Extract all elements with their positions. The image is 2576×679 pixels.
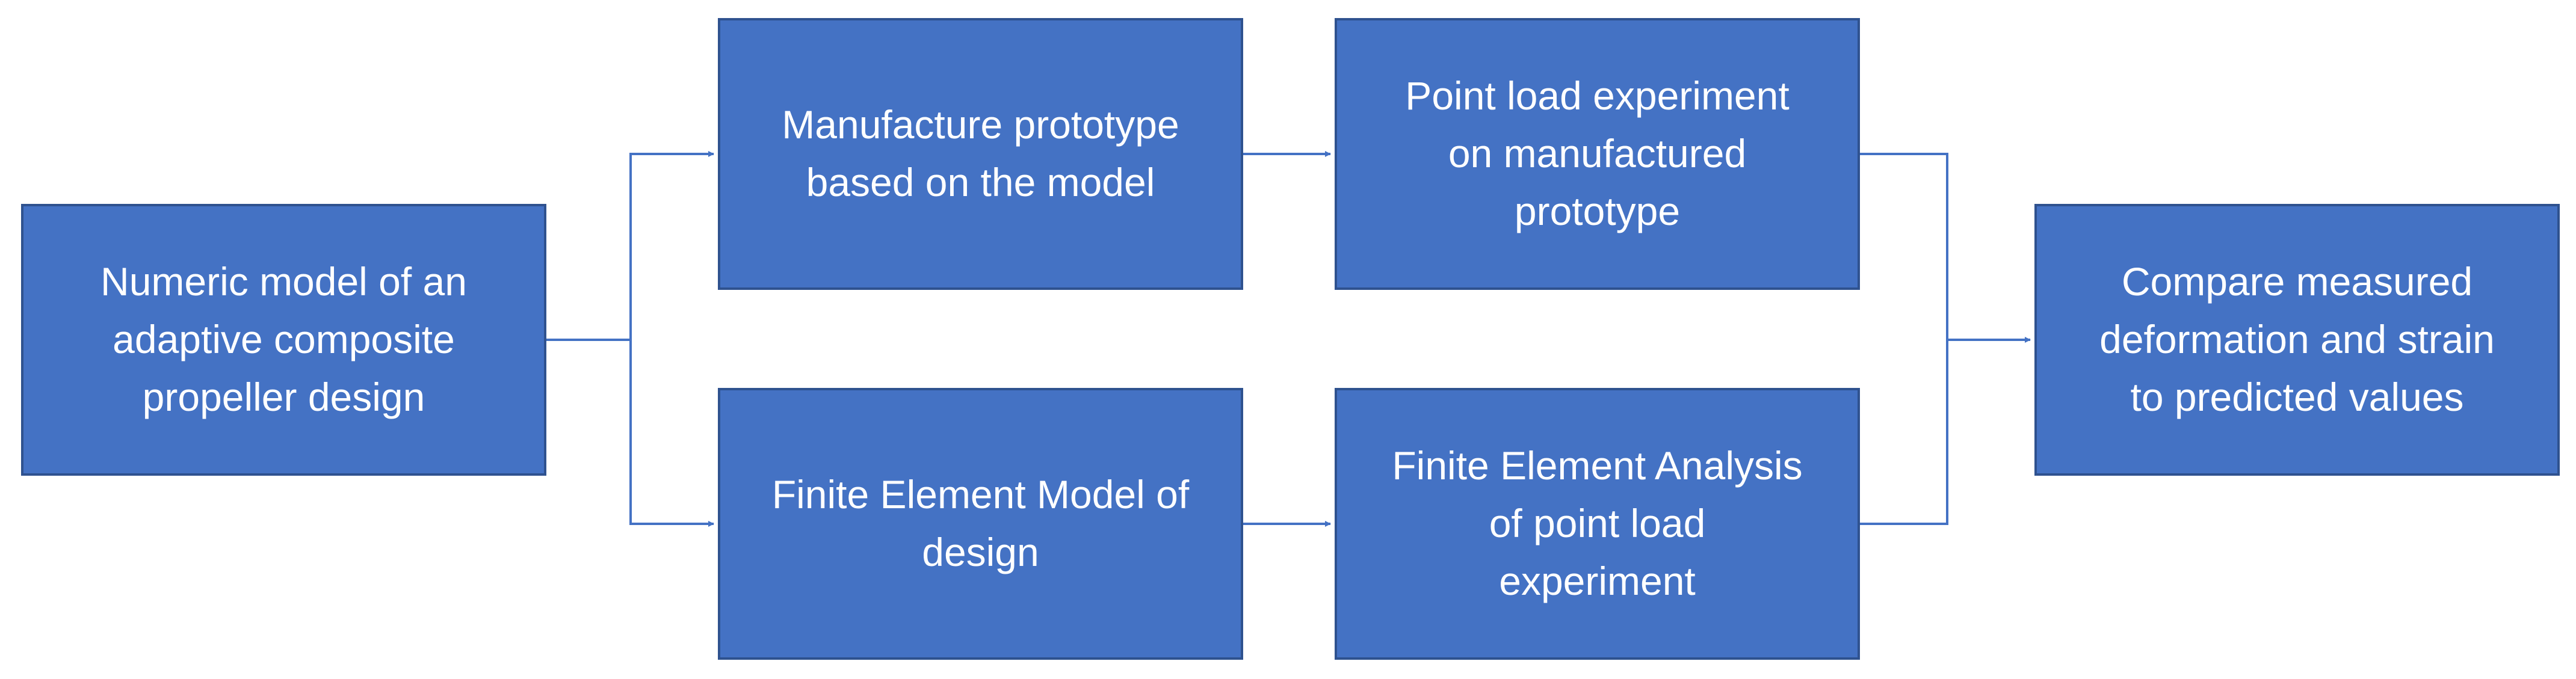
node-compare-values: Compare measured deformation and strain … (2034, 204, 2560, 476)
node-point-load-experiment-line2: on manufactured (1448, 131, 1747, 176)
node-manufacture-prototype-line2: based on the model (806, 160, 1155, 204)
node-fea-point-load-line2: of point load (1489, 501, 1706, 546)
connector-fea-to-compare (1860, 340, 1948, 525)
node-point-load-experiment: Point load experiment on manufactured pr… (1335, 18, 1860, 290)
node-numeric-model-line3: propeller design (142, 374, 425, 419)
node-manufacture-prototype-line1: Manufacture prototype (782, 102, 1179, 147)
connector-model-to-fem (629, 340, 714, 527)
connector-model-to-manufacture (546, 151, 714, 341)
node-numeric-model-line1: Numeric model of an (100, 259, 467, 304)
node-compare-values-line3: to predicted values (2130, 374, 2464, 419)
node-numeric-model-line2: adaptive composite (113, 317, 455, 362)
node-numeric-model: Numeric model of an adaptive composite p… (21, 204, 546, 476)
node-compare-values-line2: deformation and strain (2099, 317, 2495, 362)
node-fea-point-load: Finite Element Analysis of point load ex… (1335, 388, 1860, 660)
node-fea-point-load-line3: experiment (1499, 558, 1696, 603)
node-manufacture-prototype: Manufacture prototype based on the model (718, 18, 1243, 290)
node-point-load-experiment-line1: Point load experiment (1405, 73, 1790, 118)
node-fem-design: Finite Element Model of design (718, 388, 1243, 660)
node-fea-point-load-line1: Finite Element Analysis (1392, 443, 1803, 488)
node-compare-values-line1: Compare measured (2121, 259, 2473, 304)
connector-experiment-to-compare (1860, 153, 2031, 343)
node-fem-design-line1: Finite Element Model of (771, 472, 1190, 517)
node-point-load-experiment-line3: prototype (1514, 188, 1681, 233)
node-fem-design-line2: design (922, 530, 1039, 574)
